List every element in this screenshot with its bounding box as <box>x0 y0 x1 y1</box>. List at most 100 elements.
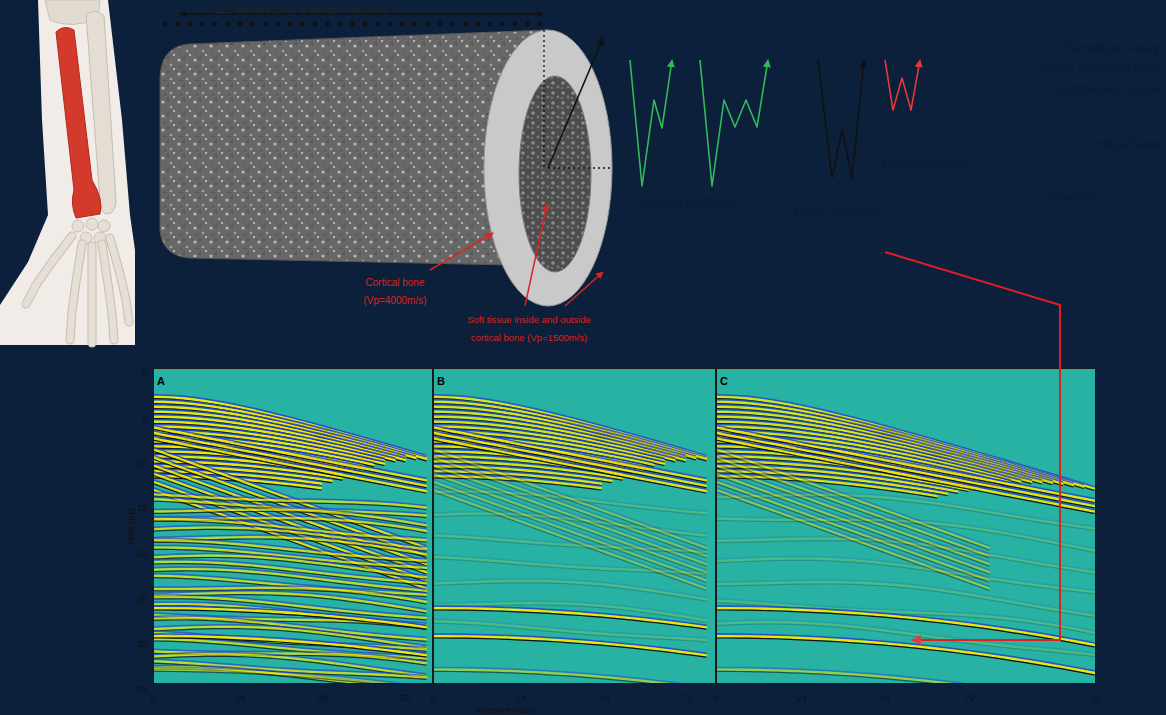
wave-trace <box>153 562 426 583</box>
wave-trace <box>433 431 706 484</box>
array-element <box>1030 38 1031 57</box>
tick-label-box: 48 <box>311 687 335 705</box>
wave-trace <box>433 463 706 562</box>
array-element <box>933 38 934 57</box>
array-element <box>857 38 858 57</box>
array-element <box>879 38 880 57</box>
array-caption-box: 128 element array of emitters/receivers <box>215 0 388 18</box>
panel-letter-box: A <box>156 371 166 389</box>
array-element <box>969 38 970 57</box>
wave-trace <box>153 440 426 493</box>
wave-trace <box>433 608 706 627</box>
panel-letter: A <box>156 375 166 387</box>
cortical-ring <box>484 30 612 306</box>
array-annotation <box>165 14 612 168</box>
wave-trace <box>153 482 426 581</box>
tick-label-box: 48 <box>593 687 617 705</box>
array-element <box>897 38 898 57</box>
array-element <box>720 38 721 57</box>
array-element <box>681 38 682 57</box>
multiple-label: Tissue multiples <box>880 157 973 172</box>
wave-trace <box>153 610 426 629</box>
array-element <box>990 38 991 57</box>
bone-cylinder <box>160 30 612 306</box>
array-element <box>997 38 998 57</box>
multiple-label: Bone multiples <box>795 205 880 220</box>
wave-trace <box>433 559 706 576</box>
array-element <box>929 38 930 57</box>
array-element <box>864 38 865 57</box>
array-element <box>727 38 728 57</box>
tick-label-box: 25 <box>126 588 147 606</box>
lower-cortical-layer <box>618 243 1166 300</box>
array-element <box>724 38 725 57</box>
wave-trace <box>716 467 989 566</box>
array-element <box>785 38 786 57</box>
wave-trace <box>433 482 706 581</box>
array-element <box>1026 38 1027 57</box>
panel-letter-box: C <box>719 371 729 389</box>
tick-label: 0 <box>150 693 155 703</box>
array-element <box>763 38 764 57</box>
array-element <box>839 38 840 57</box>
tick-label-box: 0 <box>126 362 147 380</box>
wave-trace <box>716 451 989 550</box>
array-element <box>673 38 674 57</box>
wave-trace <box>153 636 426 655</box>
array-element <box>666 38 667 57</box>
array-element <box>799 38 800 57</box>
array-element <box>713 38 714 57</box>
tick-label-box: 72 <box>958 687 982 705</box>
wave-trace <box>153 463 426 562</box>
plot-ground <box>153 368 433 684</box>
array-element <box>645 38 646 57</box>
axis-title-box: Receiver Index <box>455 699 555 715</box>
tick-label: 0 <box>1093 693 1098 703</box>
array-element <box>947 38 948 57</box>
tick-label: 15 <box>137 503 147 513</box>
tick-label: 48 <box>880 693 890 703</box>
array-element <box>893 38 894 57</box>
tick-label-box: 20 <box>126 543 147 561</box>
array-element <box>828 38 829 57</box>
array-element <box>850 38 851 57</box>
array-element <box>778 38 779 57</box>
array-element <box>774 38 775 57</box>
array-element <box>1012 38 1013 57</box>
illustration-panel <box>0 0 615 345</box>
array-element <box>810 38 811 57</box>
array-element <box>940 38 941 57</box>
array-element <box>915 38 916 57</box>
array-element <box>889 38 890 57</box>
array-element <box>925 38 926 57</box>
wave-trace <box>433 490 706 589</box>
tissue-layer: Cutaneous Tissue <box>618 77 1166 128</box>
tissue-layer: Probe Silicone Layer <box>618 57 1166 77</box>
material-label: Cortical bone (Vp=4000m/s) <box>363 277 426 306</box>
wave-trace <box>433 467 706 566</box>
array-element <box>1033 38 1034 57</box>
array-element <box>846 38 847 57</box>
array-element <box>641 38 642 57</box>
array-element <box>1041 38 1042 57</box>
array-caption: 128 element array of emitters/receivers <box>215 5 388 16</box>
array-element <box>954 38 955 57</box>
array-element <box>821 38 822 57</box>
wave-trace <box>716 671 1094 684</box>
array-element <box>835 38 836 57</box>
array-element <box>1005 38 1006 57</box>
multiple-label: Peg-leg multiples <box>638 194 738 209</box>
axis-title-box: Time (μs) <box>120 508 138 546</box>
array-element <box>796 38 797 57</box>
layer-fill <box>618 77 1166 128</box>
radius-bone <box>56 27 101 218</box>
array-element <box>702 38 703 57</box>
array-element <box>832 38 833 57</box>
tick-label-box: 0 <box>1084 687 1108 705</box>
wave-trace <box>433 671 706 684</box>
layer-label: Probe Silicone Layer <box>1040 60 1160 75</box>
wave-trace <box>433 638 706 657</box>
wave-trace <box>433 440 706 493</box>
seismic-panel <box>433 368 716 684</box>
wave-trace <box>153 671 426 684</box>
